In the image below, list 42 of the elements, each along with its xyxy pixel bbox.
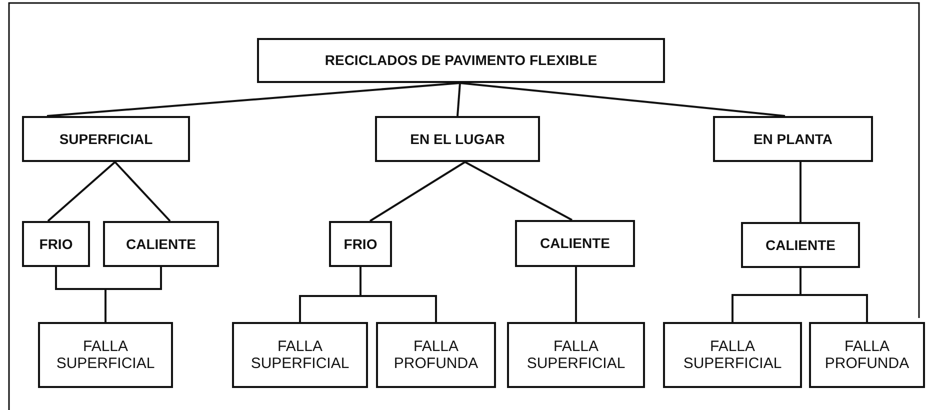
result-box (809, 322, 925, 388)
result-box (232, 322, 368, 388)
category-box (713, 116, 873, 162)
box-label: CALIENTE (540, 235, 610, 252)
category-box (257, 38, 665, 83)
category-box (515, 220, 635, 267)
connector-line (800, 268, 868, 322)
box-label: CALIENTE (766, 236, 836, 254)
connector-line (456, 82, 461, 116)
connector-line (360, 267, 437, 322)
connector-line (369, 161, 466, 222)
result-box (376, 322, 496, 388)
connector-line (800, 162, 802, 222)
connector-line (460, 82, 786, 117)
category-box (741, 222, 860, 268)
box-label: FALLA PROFUNDA (392, 338, 480, 372)
box-label: SUPERFICIAL (59, 130, 153, 148)
connector-line (114, 161, 171, 222)
connector-line (104, 267, 162, 322)
box-label: RECICLADOS DE PAVIMENTO FLEXIBLE (324, 52, 598, 69)
category-box (103, 221, 219, 267)
result-box (507, 322, 645, 388)
category-box (375, 116, 540, 162)
category-box (22, 116, 190, 162)
result-box (38, 322, 173, 388)
category-box (22, 221, 90, 267)
box-label: FRIO (344, 236, 378, 252)
category-box (329, 221, 392, 267)
connector-line (46, 82, 460, 117)
box-label: EN EL LUGAR (410, 130, 505, 148)
box-label: FALLA SUPERFICIAL (55, 338, 156, 372)
box-label: FRIO (39, 236, 73, 252)
box-label: FALLA SUPERFICIAL (250, 338, 350, 372)
box-label: FALLA PROFUNDA (824, 338, 910, 372)
result-box (663, 322, 802, 388)
box-label: EN PLANTA (753, 130, 833, 148)
box-label: CALIENTE (126, 236, 196, 252)
box-label: FALLA SUPERFICIAL (682, 338, 783, 372)
connector-line (47, 161, 116, 222)
connector-line (575, 267, 577, 322)
connector-line (464, 161, 572, 221)
box-label: FALLA SUPERFICIAL (526, 338, 626, 372)
